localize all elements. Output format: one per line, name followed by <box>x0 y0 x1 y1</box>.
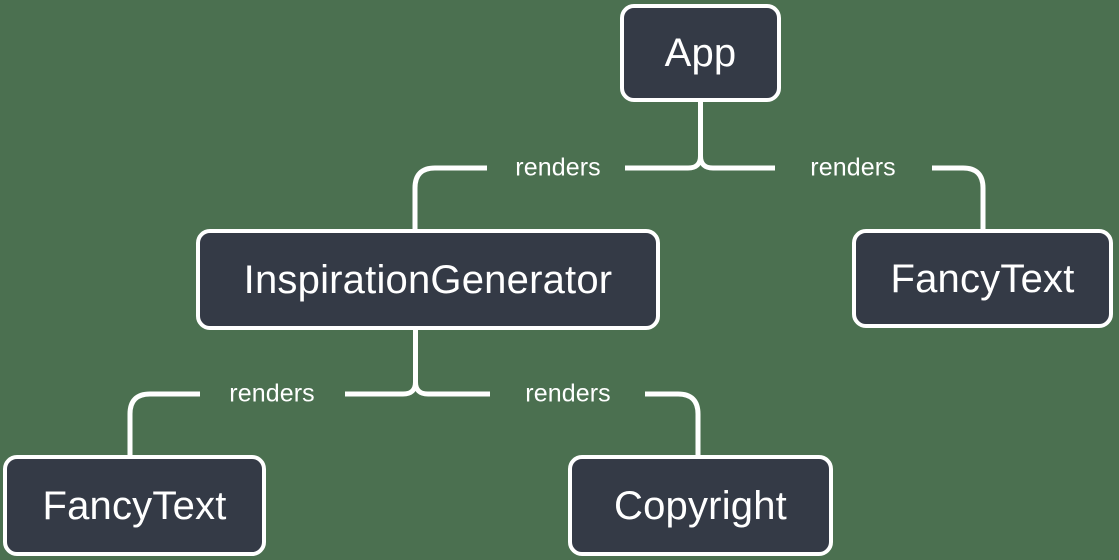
edge-app-inspiration-right-segment <box>412 165 487 229</box>
node-fancytext-left[interactable]: FancyText <box>3 455 266 556</box>
node-app[interactable]: App <box>620 4 781 102</box>
node-inspiration-generator-label: InspirationGenerator <box>243 257 613 302</box>
edge-label-app-inspiration: renders <box>515 153 601 182</box>
node-fancytext-right[interactable]: FancyText <box>852 229 1113 328</box>
edge-inspiration-stem-right <box>413 381 429 397</box>
node-fancytext-right-label: FancyText <box>890 256 1075 301</box>
edge-inspiration-fancytext-left-segment <box>127 391 200 455</box>
node-app-label: App <box>664 31 737 75</box>
node-fancytext-left-label: FancyText <box>42 483 227 528</box>
edge-app-stem-right <box>698 155 714 171</box>
edge-inspiration-copyright-right-segment <box>645 391 701 455</box>
edge-label-inspiration-fancytext: renders <box>229 379 315 408</box>
node-copyright-label: Copyright <box>614 483 787 528</box>
edge-label-app-fancytext: renders <box>810 153 896 182</box>
node-copyright[interactable]: Copyright <box>568 455 833 556</box>
edge-label-inspiration-copyright: renders <box>525 379 611 408</box>
edge-app-fancytext-right-segment <box>932 165 986 229</box>
edge-app-stem <box>687 101 703 171</box>
node-inspiration-generator[interactable]: InspirationGenerator <box>196 229 660 330</box>
edge-inspiration-stem <box>402 330 418 397</box>
